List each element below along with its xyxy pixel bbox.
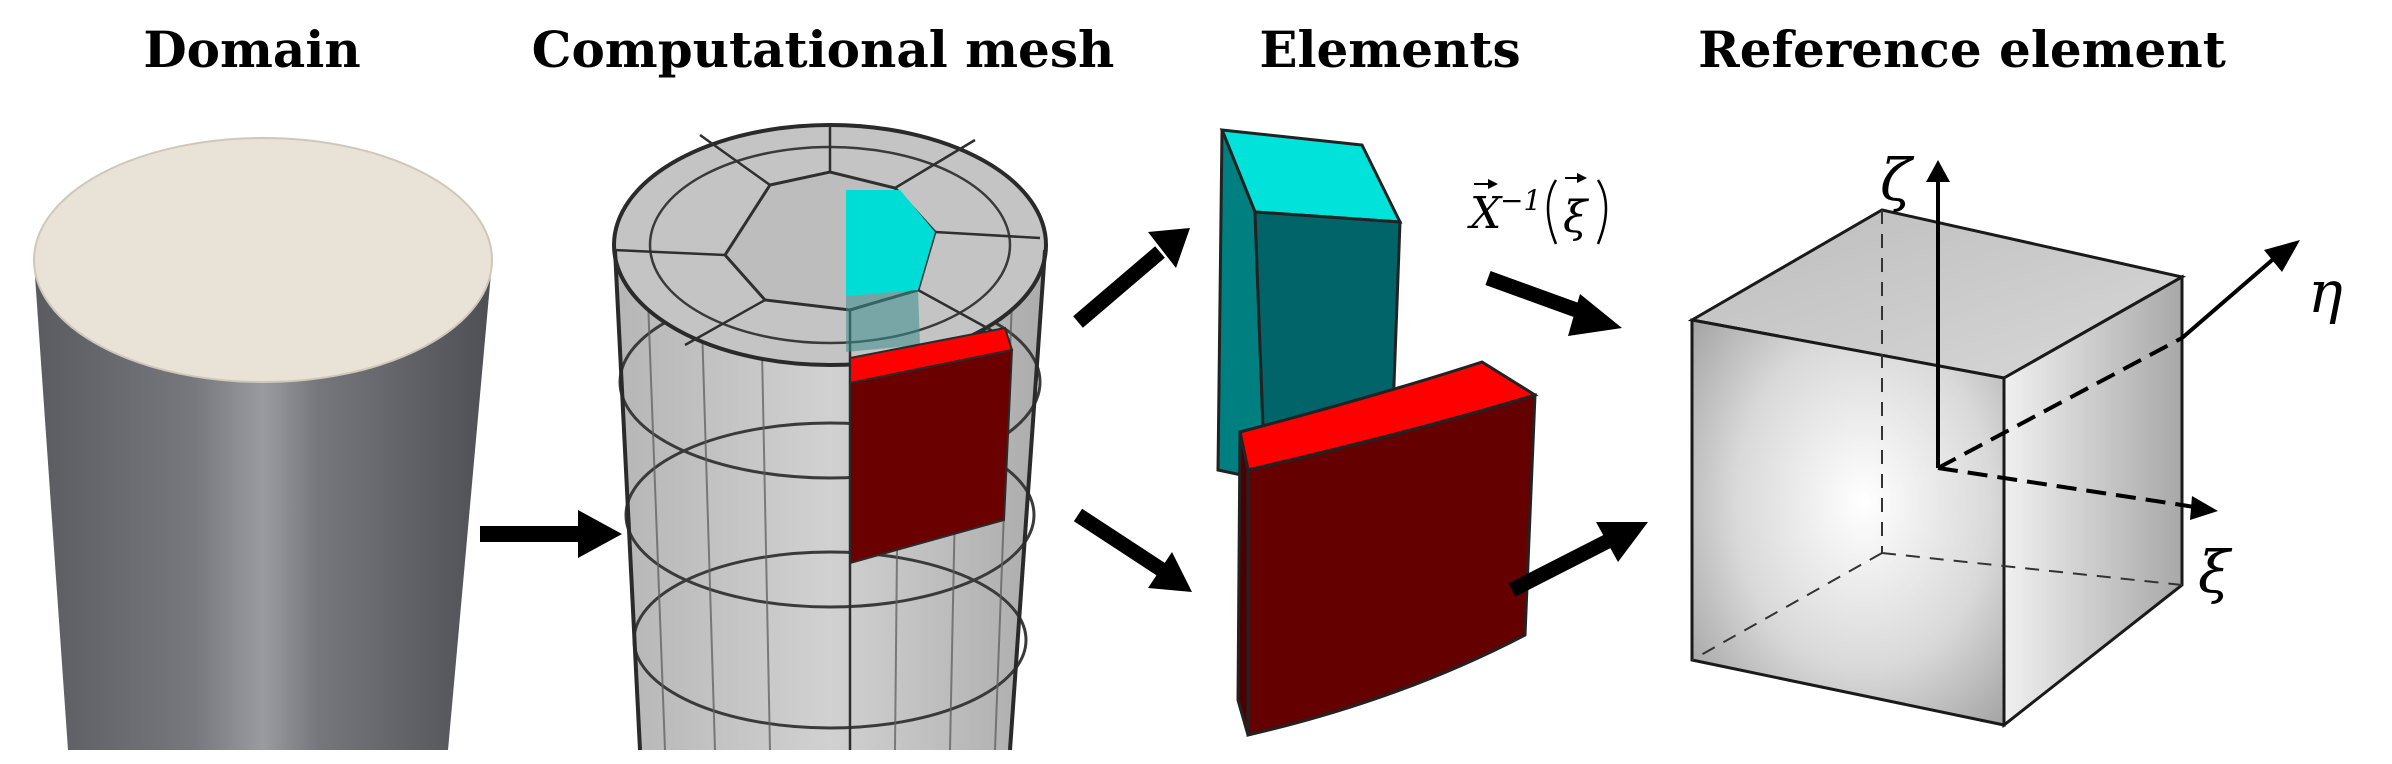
arrow-domain-to-mesh: [480, 510, 622, 558]
arrow-red-to-reference: [1508, 522, 1648, 597]
title-reference-element: Reference element: [1698, 20, 2226, 79]
mapping-argument: ξ: [1563, 192, 1590, 243]
computational-mesh: [612, 123, 1048, 751]
inverse-mapping-label: X −1 ξ: [1467, 173, 1608, 245]
title-domain: Domain: [143, 20, 361, 79]
axis-label-eta: η: [2308, 258, 2343, 326]
domain-cylinder: [33, 137, 493, 750]
red-element: [1236, 360, 1539, 737]
axis-label-zeta: ζ: [1880, 146, 1915, 214]
xi-arrowhead: [2190, 496, 2218, 520]
eta-arrowhead: [2264, 240, 2300, 272]
axis-label-xi: ξ: [2198, 538, 2233, 606]
mapping-exponent: −1: [1500, 184, 1541, 217]
cyan-element: [1216, 128, 1403, 483]
reference-axes: ζ η ξ: [1880, 146, 2343, 606]
arrow-mesh-to-cyan-element: [1073, 228, 1190, 328]
title-computational-mesh: Computational mesh: [531, 20, 1115, 79]
reference-cube: [1687, 208, 2187, 729]
arrow-cyan-to-reference: [1485, 270, 1622, 336]
arrow-mesh-to-red-element: [1073, 508, 1192, 592]
mapping-base: X: [1467, 188, 1503, 239]
title-elements: Elements: [1259, 20, 1521, 79]
zeta-arrowhead: [1926, 160, 1950, 182]
